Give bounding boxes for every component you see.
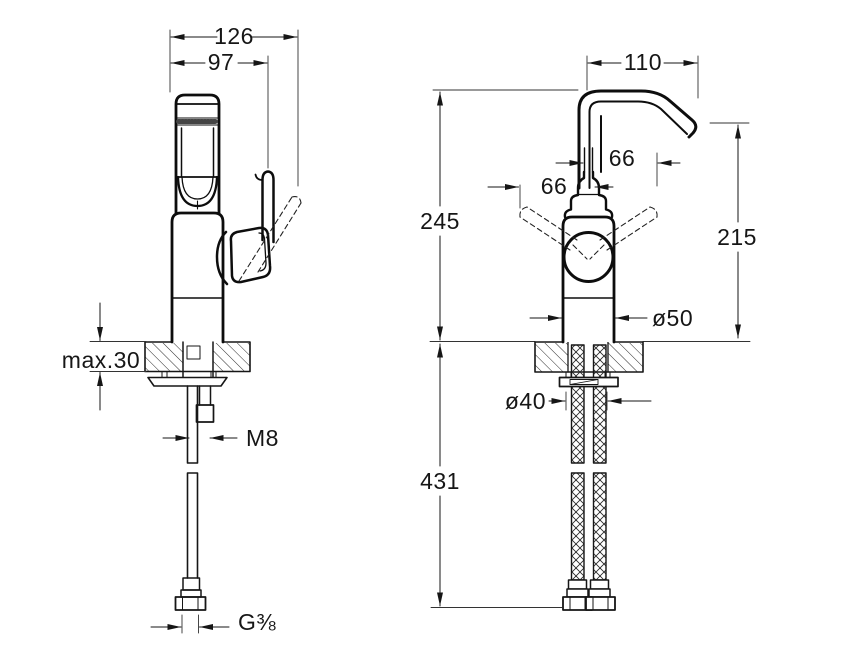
dim-deck-thickness-max30: max.30: [62, 302, 147, 411]
left-view: 126 97 max.30 M8 G⅜: [62, 23, 302, 635]
dim-swing-left-66: 66: [487, 173, 614, 209]
braided-hoses: [562, 344, 616, 611]
dim-label-110: 110: [624, 49, 662, 75]
supply-hose-left: [174, 385, 207, 611]
mounting-flange-left: [147, 371, 228, 387]
dim-label-97: 97: [208, 49, 235, 75]
dim-label-215: 215: [717, 224, 757, 250]
dim-spout-reach-110: 110: [586, 49, 699, 99]
dim-label-max30: max.30: [62, 347, 140, 373]
dim-label-245: 245: [420, 208, 460, 234]
dim-outlet-height-215: 215: [709, 122, 757, 339]
dim-body-diameter-50: ø50: [529, 305, 693, 331]
dim-label-431: 431: [420, 468, 460, 494]
countertop-section-left: [144, 341, 251, 378]
dim-hose-thread-g38: G⅜: [150, 609, 276, 635]
dim-label-66-left: 66: [541, 173, 568, 199]
lever-handle-side: [215, 170, 275, 286]
cartridge-ball: [562, 231, 615, 283]
dim-label-g38: G⅜: [238, 609, 276, 635]
dim-height-245: 245: [420, 89, 579, 341]
dim-overall-width-126: 126: [169, 23, 299, 187]
countertop-section-right: [429, 341, 751, 373]
dim-label-126: 126: [214, 23, 254, 49]
dim-width-to-lever-97: 97: [170, 49, 269, 169]
dim-label-m8: M8: [246, 425, 279, 451]
dim-label-o40: ø40: [505, 388, 546, 414]
dim-label-66-right: 66: [609, 145, 636, 171]
faucet-side-outline: [170, 93, 225, 344]
right-view: 110 245 431 215 66: [420, 49, 757, 611]
dim-hole-diameter-40: ø40: [505, 388, 652, 414]
m8-fixing-stud: [195, 385, 215, 423]
mounting-flange-right: [558, 371, 619, 388]
dim-stud-thread-m8: M8: [162, 425, 279, 451]
lever-swing-dashed: [519, 206, 658, 260]
dim-label-o50: ø50: [652, 305, 693, 331]
dim-swing-right-66: 66: [555, 145, 681, 187]
dim-below-deck-431: 431: [420, 343, 563, 608]
lever-raised-dashed-side: [238, 196, 302, 282]
